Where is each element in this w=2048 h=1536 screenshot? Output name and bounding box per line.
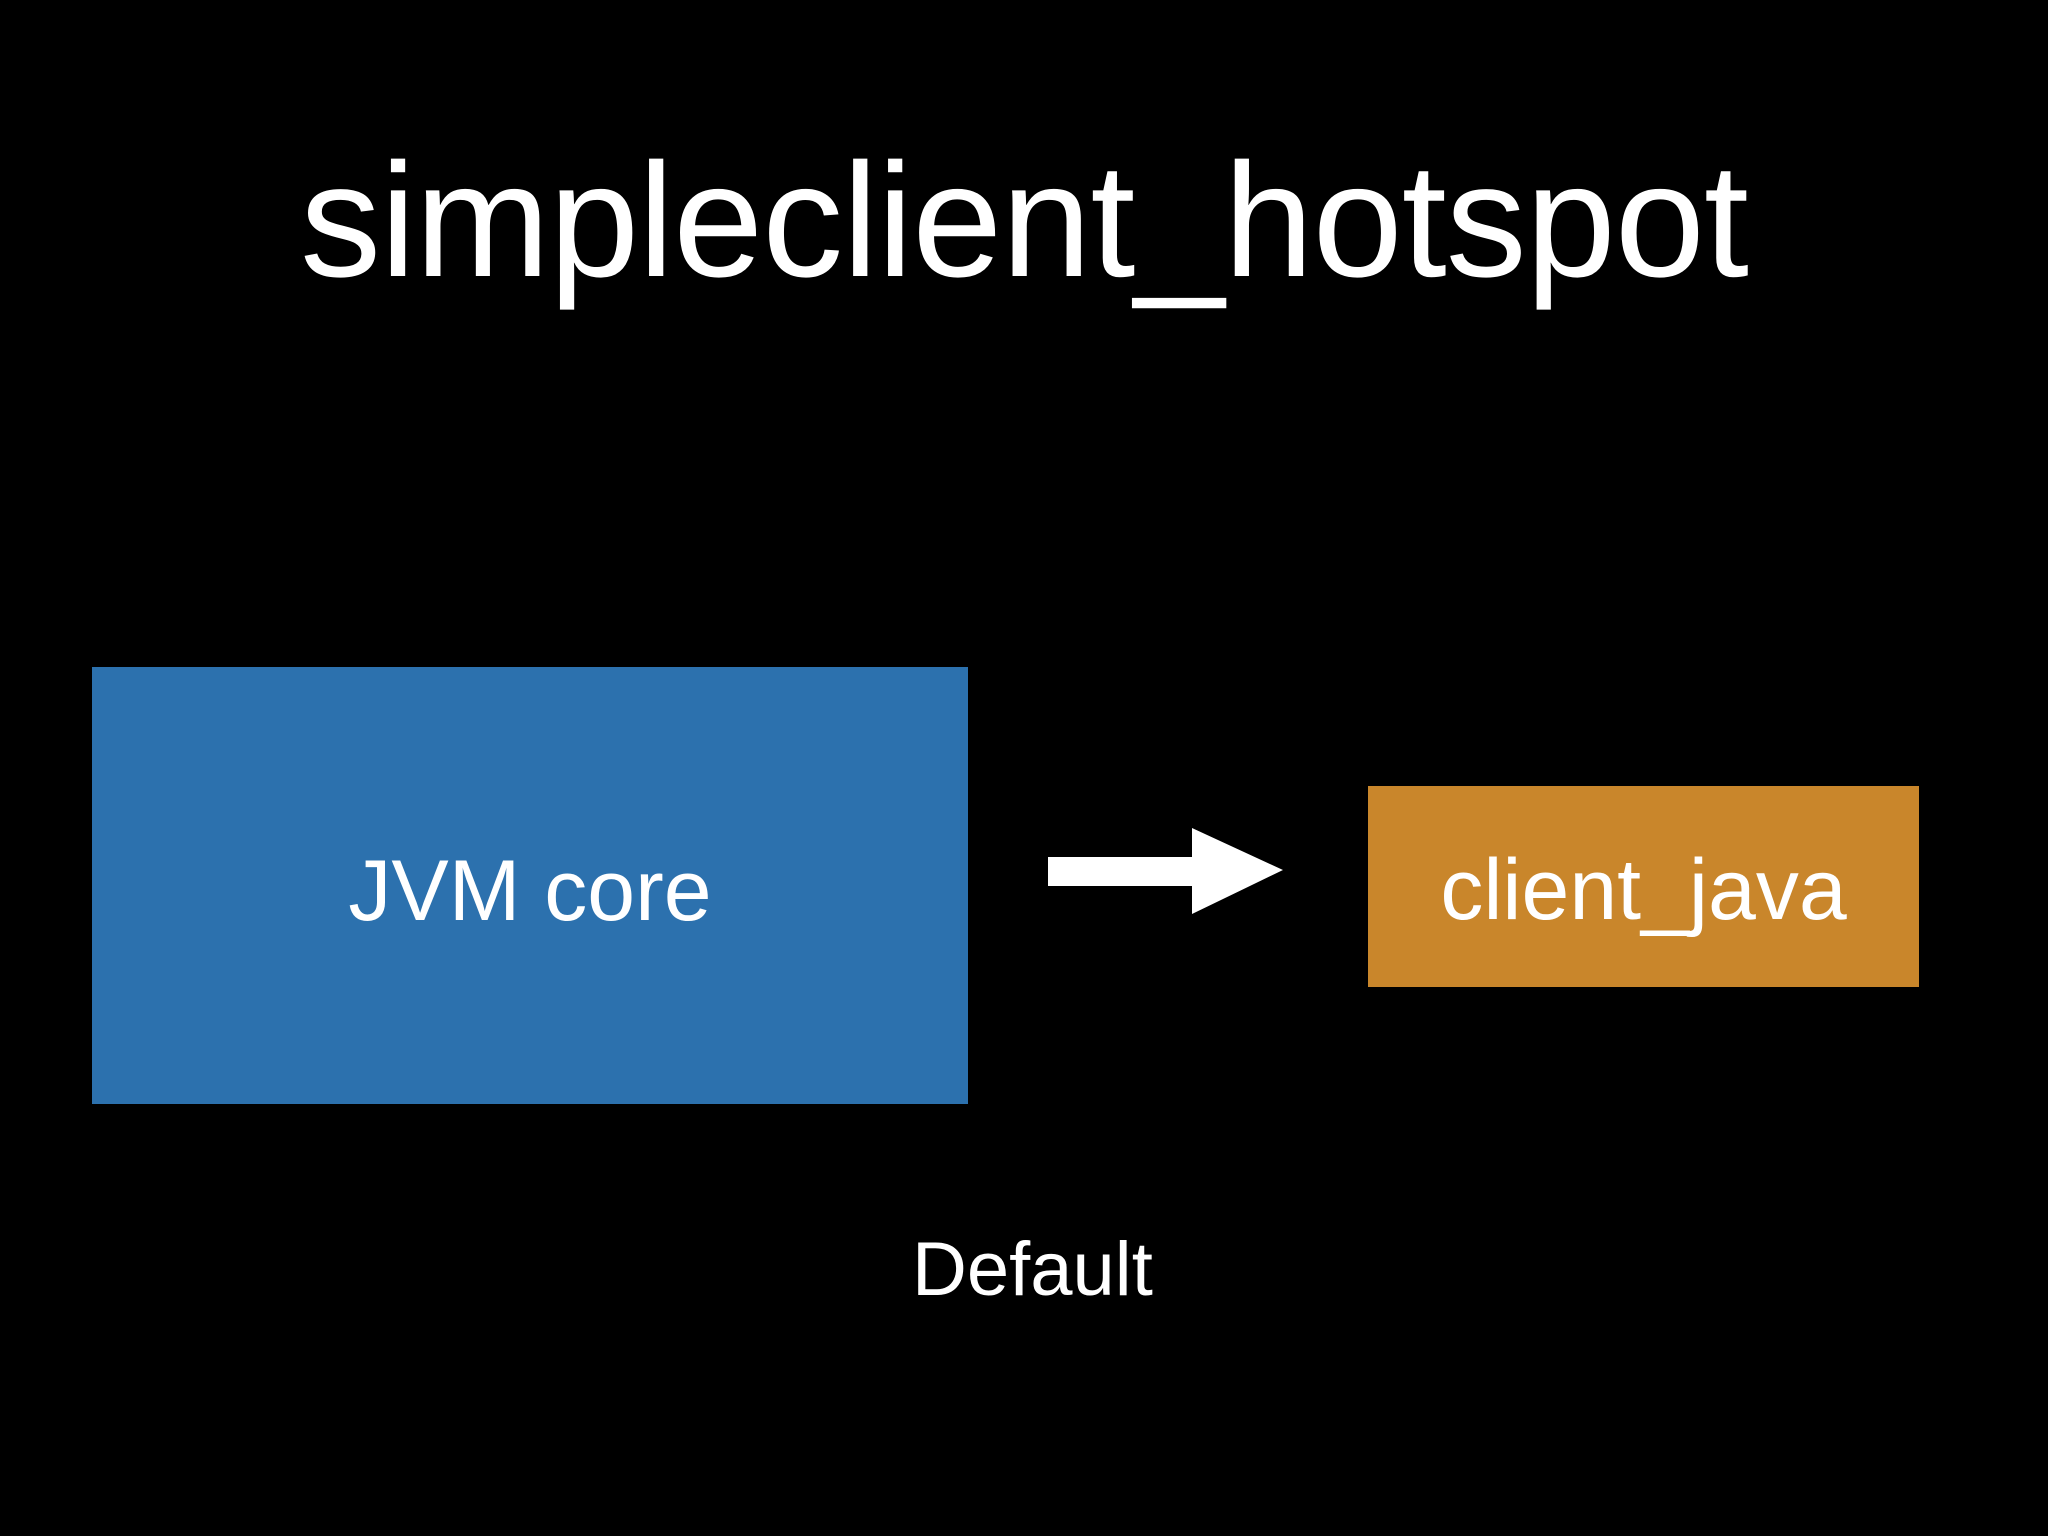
diagram-node-jvm-core-label: JVM core [348,843,712,940]
arrow-right-glyph [1048,828,1283,914]
arrow-right-icon [1048,824,1292,920]
page-title: simpleclient_hotspot [300,130,1749,311]
diagram-node-client-java: client_java [1368,786,1919,987]
diagram-node-client-java-label: client_java [1440,842,1847,939]
edge-caption-default: Default [912,1227,1153,1312]
diagram-node-jvm-core: JVM core [92,667,968,1104]
